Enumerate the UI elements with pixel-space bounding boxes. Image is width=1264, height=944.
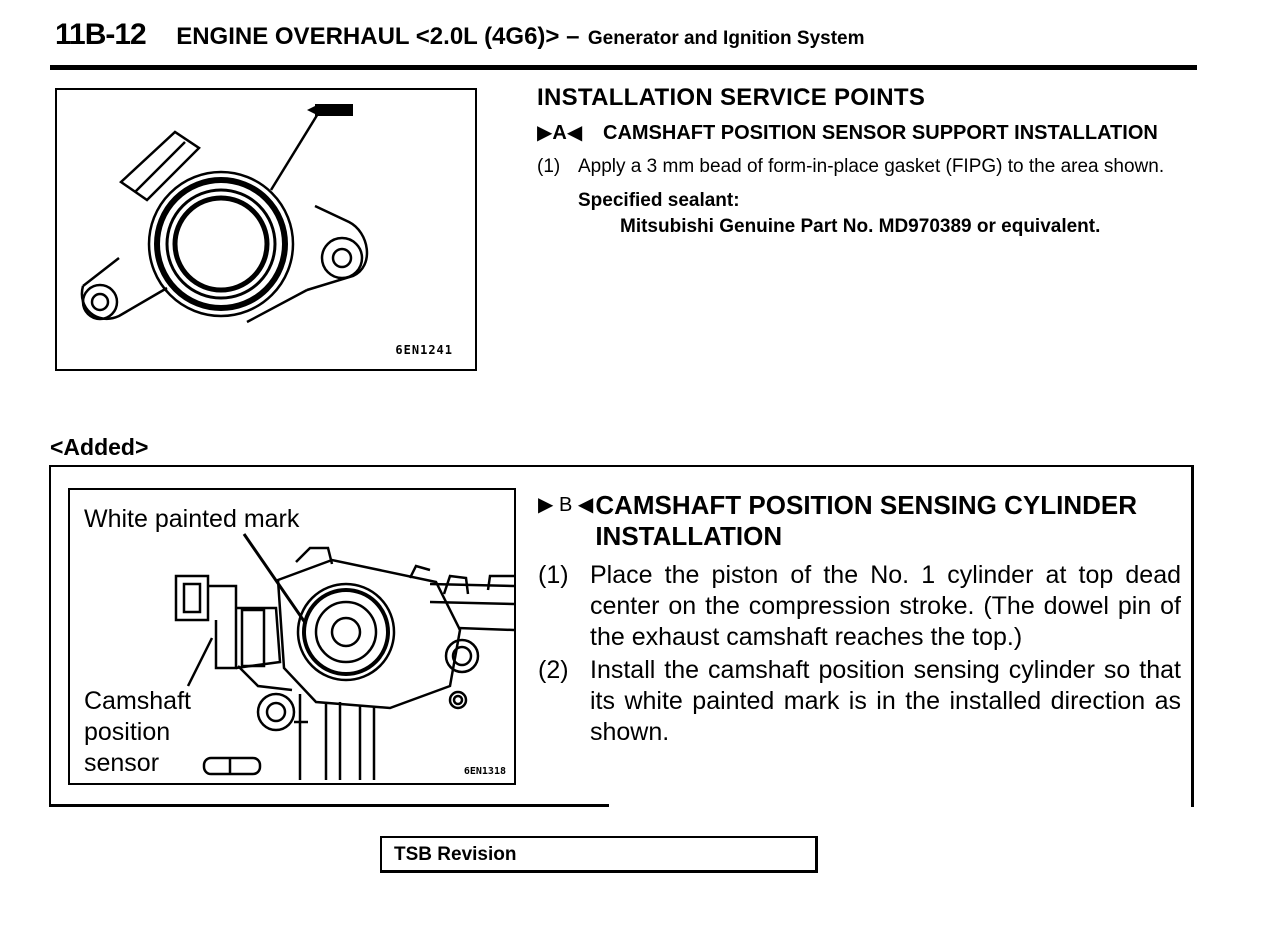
figure-code: 6EN1318 xyxy=(463,766,506,777)
sensing-cylinder-installation: ▶ B ◀ CAMSHAFT POSITION SENSING CYLINDER… xyxy=(538,490,1181,748)
step-number: (2) xyxy=(538,656,569,684)
subheading-b: ▶ B ◀ CAMSHAFT POSITION SENSING CYLINDER… xyxy=(538,490,1181,552)
added-label: <Added> xyxy=(50,434,149,460)
sealant-label: Specified sealant: xyxy=(578,190,740,211)
page-number: 11B-12 xyxy=(55,18,147,51)
marker-b: ▶ B ◀ xyxy=(538,494,594,516)
page-subtitle: Generator and Ignition System xyxy=(587,28,865,49)
step-number: (1) xyxy=(537,156,561,177)
added-section-box xyxy=(49,465,1194,807)
sensing-cylinder-drawing xyxy=(174,533,514,780)
subheading-b-text: CAMSHAFT POSITION SENSING CYLINDER INSTA… xyxy=(595,490,1138,551)
step-text: Install the camshaft position sensing cy… xyxy=(590,656,1181,746)
step-text: Apply a 3 mm bead of form-in-place gaske… xyxy=(578,156,1165,177)
subheading-a: ▶A◀ CAMSHAFT POSITION SENSOR SUPPORT INS… xyxy=(537,120,1189,146)
sensing-cylinder-figure: White painted mark Camshaft position sen… xyxy=(68,488,516,785)
section-heading: INSTALLATION SERVICE POINTS xyxy=(537,84,926,111)
step-text: Place the piston of the No. 1 cylinder a… xyxy=(590,561,1181,651)
step-item: (2) Install the camshaft position sensin… xyxy=(538,655,1181,748)
sensor-support-figure: 6EN1241 xyxy=(55,88,477,371)
position-label: position xyxy=(84,718,171,746)
figure-code: 6EN1241 xyxy=(395,343,453,357)
page-header: 11B-12 ENGINE OVERHAUL <2.0L (4G6)> – Ge… xyxy=(55,18,865,52)
camshaft-label: Camshaft xyxy=(84,687,191,715)
tsb-revision-label: TSB Revision xyxy=(394,844,517,865)
sensor-label: sensor xyxy=(84,749,160,777)
subheading-a-text: CAMSHAFT POSITION SENSOR SUPPORT INSTALL… xyxy=(603,122,1158,144)
tsb-revision-box: TSB Revision xyxy=(380,836,818,873)
installation-service-points: INSTALLATION SERVICE POINTS ▶A◀ CAMSHAFT… xyxy=(537,84,1189,240)
header-rule xyxy=(50,65,1197,70)
white-painted-mark-label: White painted mark xyxy=(84,505,300,533)
page-title: ENGINE OVERHAUL <2.0L (4G6)> – xyxy=(176,23,580,50)
step-number: (1) xyxy=(538,561,569,589)
added-section-bottom-rule xyxy=(49,804,609,807)
sensor-support-drawing xyxy=(80,104,369,324)
step-item: (1) Apply a 3 mm bead of form-in-place g… xyxy=(537,154,1189,180)
marker-a: ▶A◀ xyxy=(537,122,583,144)
specified-sealant: Specified sealant: Mitsubishi Genuine Pa… xyxy=(578,188,1189,240)
sealant-value: Mitsubishi Genuine Part No. MD970389 or … xyxy=(620,216,1101,237)
step-item: (1) Place the piston of the No. 1 cylind… xyxy=(538,560,1181,653)
